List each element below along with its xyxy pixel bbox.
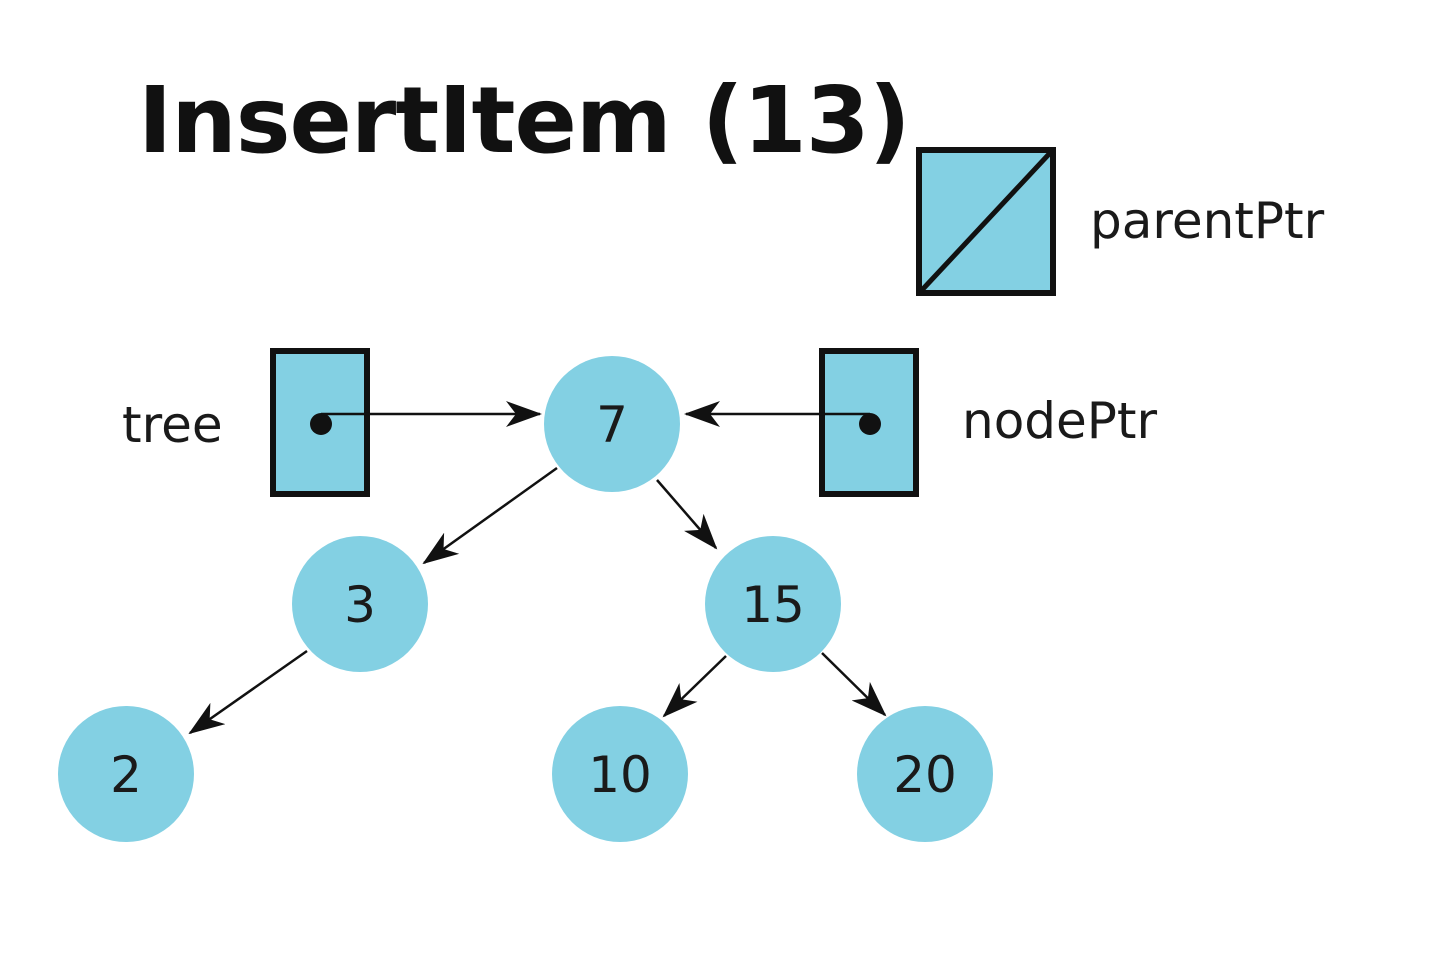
node-pointer-label: nodePtr — [962, 392, 1158, 450]
node-value: 10 — [588, 746, 652, 804]
node-pointer: nodePtr — [684, 348, 1158, 497]
tree-node: 10 — [552, 706, 688, 842]
node-value: 2 — [110, 746, 142, 804]
tree-edges — [188, 466, 887, 735]
tree-node: 2 — [58, 706, 194, 842]
pointer-dot-icon — [859, 413, 881, 435]
tree-pointer-label: tree — [122, 396, 223, 454]
diagram-title: InsertItem (13) — [138, 67, 910, 174]
tree-pointer: tree — [122, 348, 542, 497]
node-value: 20 — [893, 746, 957, 804]
node-value: 3 — [344, 576, 376, 634]
null-slash-icon — [920, 151, 1052, 292]
tree-node: 7 — [544, 356, 680, 492]
tree-edge — [656, 479, 718, 550]
tree-edge — [821, 652, 887, 717]
node-value: 7 — [596, 396, 628, 454]
tree-nodes: 7 3 15 2 10 20 — [58, 356, 993, 842]
parent-pointer: parentPtr — [916, 147, 1325, 296]
tree-edge — [422, 466, 558, 565]
tree-edge — [662, 655, 727, 718]
node-value: 15 — [741, 576, 805, 634]
pointer-dot-icon — [310, 413, 332, 435]
tree-edge — [188, 649, 308, 735]
parent-pointer-label: parentPtr — [1090, 192, 1325, 250]
tree-node: 3 — [292, 536, 428, 672]
tree-node: 20 — [857, 706, 993, 842]
tree-node: 15 — [705, 536, 841, 672]
